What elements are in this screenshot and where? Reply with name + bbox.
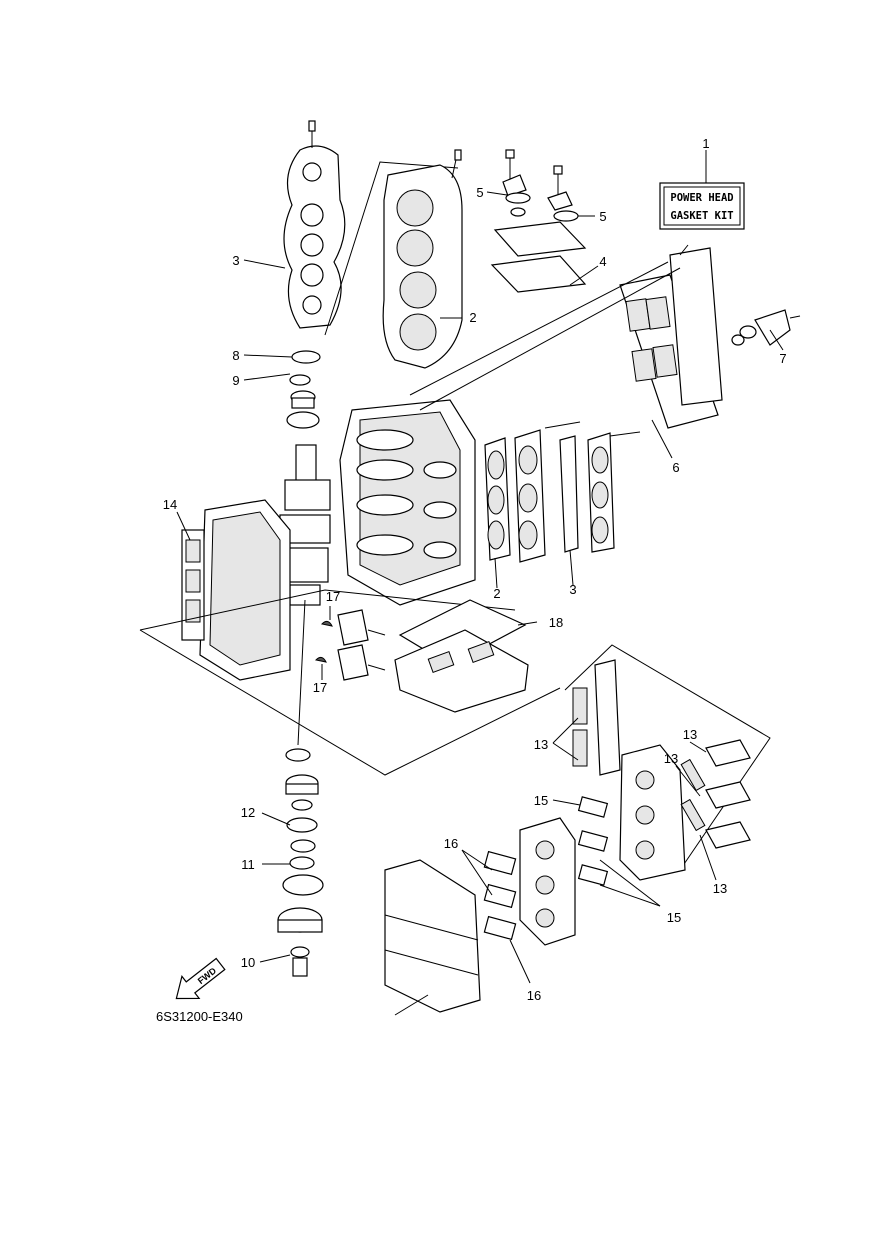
exhaust-cover-group bbox=[490, 149, 587, 293]
callout-2-gasket: 2 bbox=[493, 586, 500, 601]
base-plate-gasket bbox=[394, 599, 529, 713]
callout-15-left: 15 bbox=[534, 793, 548, 808]
head-cover-gasket bbox=[283, 120, 346, 329]
callout-16-top: 16 bbox=[444, 836, 458, 851]
callout-16-bottom: 16 bbox=[527, 988, 541, 1003]
upper-seals bbox=[286, 350, 321, 429]
callout-11: 11 bbox=[241, 857, 255, 872]
callout-6: 6 bbox=[672, 460, 679, 475]
leader-lines bbox=[176, 191, 784, 984]
callout-2-head: 2 bbox=[469, 310, 476, 325]
diagram-code: 6S31200-E340 bbox=[156, 1009, 243, 1024]
cylinder-block bbox=[339, 399, 476, 606]
intake-silencer bbox=[384, 859, 481, 1016]
callout-15-right: 15 bbox=[667, 910, 681, 925]
callout-13-mid: 13 bbox=[664, 751, 678, 766]
callout-3-cover: 3 bbox=[232, 253, 239, 268]
callout-14: 14 bbox=[163, 497, 177, 512]
forward-arrow-icon: FWD bbox=[175, 957, 226, 1000]
callout-13-bottom: 13 bbox=[713, 881, 727, 896]
callout-17-bottom: 17 bbox=[313, 680, 327, 695]
intake-manifold bbox=[483, 796, 609, 946]
callout-9: 9 bbox=[232, 373, 239, 388]
callout-13-top: 13 bbox=[683, 727, 697, 742]
callout-5-left: 5 bbox=[476, 185, 483, 200]
callout-18: 18 bbox=[549, 615, 563, 630]
lower-seal-stack bbox=[277, 748, 324, 977]
kit-box-line2: GASKET KIT bbox=[670, 210, 733, 222]
callout-10: 10 bbox=[241, 955, 255, 970]
reed-valve-assemblies bbox=[572, 659, 751, 881]
callout-13-left: 13 bbox=[534, 737, 548, 752]
callout-3-gasket: 3 bbox=[569, 582, 576, 597]
head-gaskets-set bbox=[484, 421, 641, 563]
callout-7: 7 bbox=[779, 351, 786, 366]
gasket-kit-box: POWER HEAD GASKET KIT bbox=[659, 150, 745, 230]
callout-labels: 1 2 2 3 3 4 5 5 6 7 8 9 10 11 12 13 13 1… bbox=[163, 136, 787, 1003]
exhaust-outer-cover bbox=[619, 244, 723, 429]
bracket-17-group bbox=[314, 609, 386, 681]
callout-17-top: 17 bbox=[326, 589, 340, 604]
crankcase bbox=[181, 499, 291, 681]
kit-box-line1: POWER HEAD bbox=[670, 192, 733, 204]
callout-1: 1 bbox=[702, 136, 709, 151]
callout-12: 12 bbox=[241, 805, 255, 820]
callout-5-right: 5 bbox=[599, 209, 606, 224]
cylinder-head bbox=[382, 149, 463, 369]
thermostat-assembly bbox=[731, 309, 801, 346]
callout-4: 4 bbox=[599, 254, 606, 269]
callout-8: 8 bbox=[232, 348, 239, 363]
